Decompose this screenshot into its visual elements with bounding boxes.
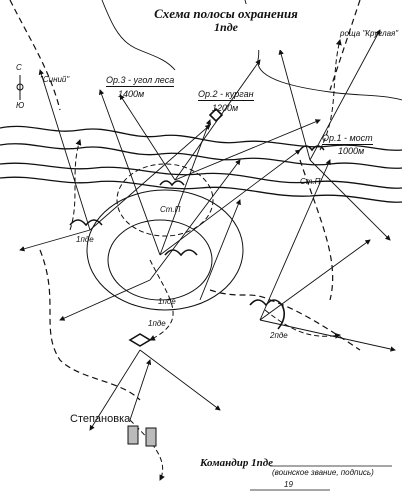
outpost-3-label: Ор.3 - угол леса: [106, 75, 175, 87]
security-zones: [86, 163, 244, 311]
compass-north: С: [16, 63, 22, 72]
outpost-2-label: Ор.2 - курган: [198, 89, 254, 101]
signature-hint: (воинское звание, подпись): [272, 468, 374, 477]
grove-label: роща "Круглая": [340, 29, 399, 38]
signature-year: 19: [284, 480, 293, 489]
windmill-label: "Синий": [40, 75, 70, 84]
compass-south: Ю: [16, 101, 25, 110]
unit-pde-right: 2пде: [270, 331, 288, 340]
unit-symbols: [69, 107, 325, 347]
unit-pde-center: 1пде: [158, 297, 176, 306]
outpost-1-distance: 1000м: [338, 146, 365, 156]
title-background: [152, 4, 300, 50]
perimeter: [9, 0, 361, 401]
signature-title: Командир 1пде: [200, 457, 274, 469]
signature-lines: [250, 465, 392, 491]
outpost-2-distance: 1200м: [212, 103, 239, 113]
outpost-1-label: Ор.1 - мост: [322, 133, 373, 145]
unit-pde-lower: 1пде: [148, 319, 166, 328]
compass: [16, 75, 24, 100]
unit-st-p-center: Ст.П: [160, 205, 181, 214]
observation-arrows: [19, 29, 396, 431]
river: [0, 125, 402, 203]
map-title: Схема полосы охранения: [154, 6, 298, 21]
unit-pde-left: 1пде: [76, 235, 94, 244]
village-name: Степановка: [70, 413, 131, 425]
patrol-routes: [69, 39, 342, 481]
village-blocks: [127, 425, 157, 447]
map-subtitle: 1пде: [214, 20, 238, 34]
outpost-3-distance: 1400м: [118, 89, 145, 99]
unit-st-p-right: Ст.П: [300, 177, 321, 186]
